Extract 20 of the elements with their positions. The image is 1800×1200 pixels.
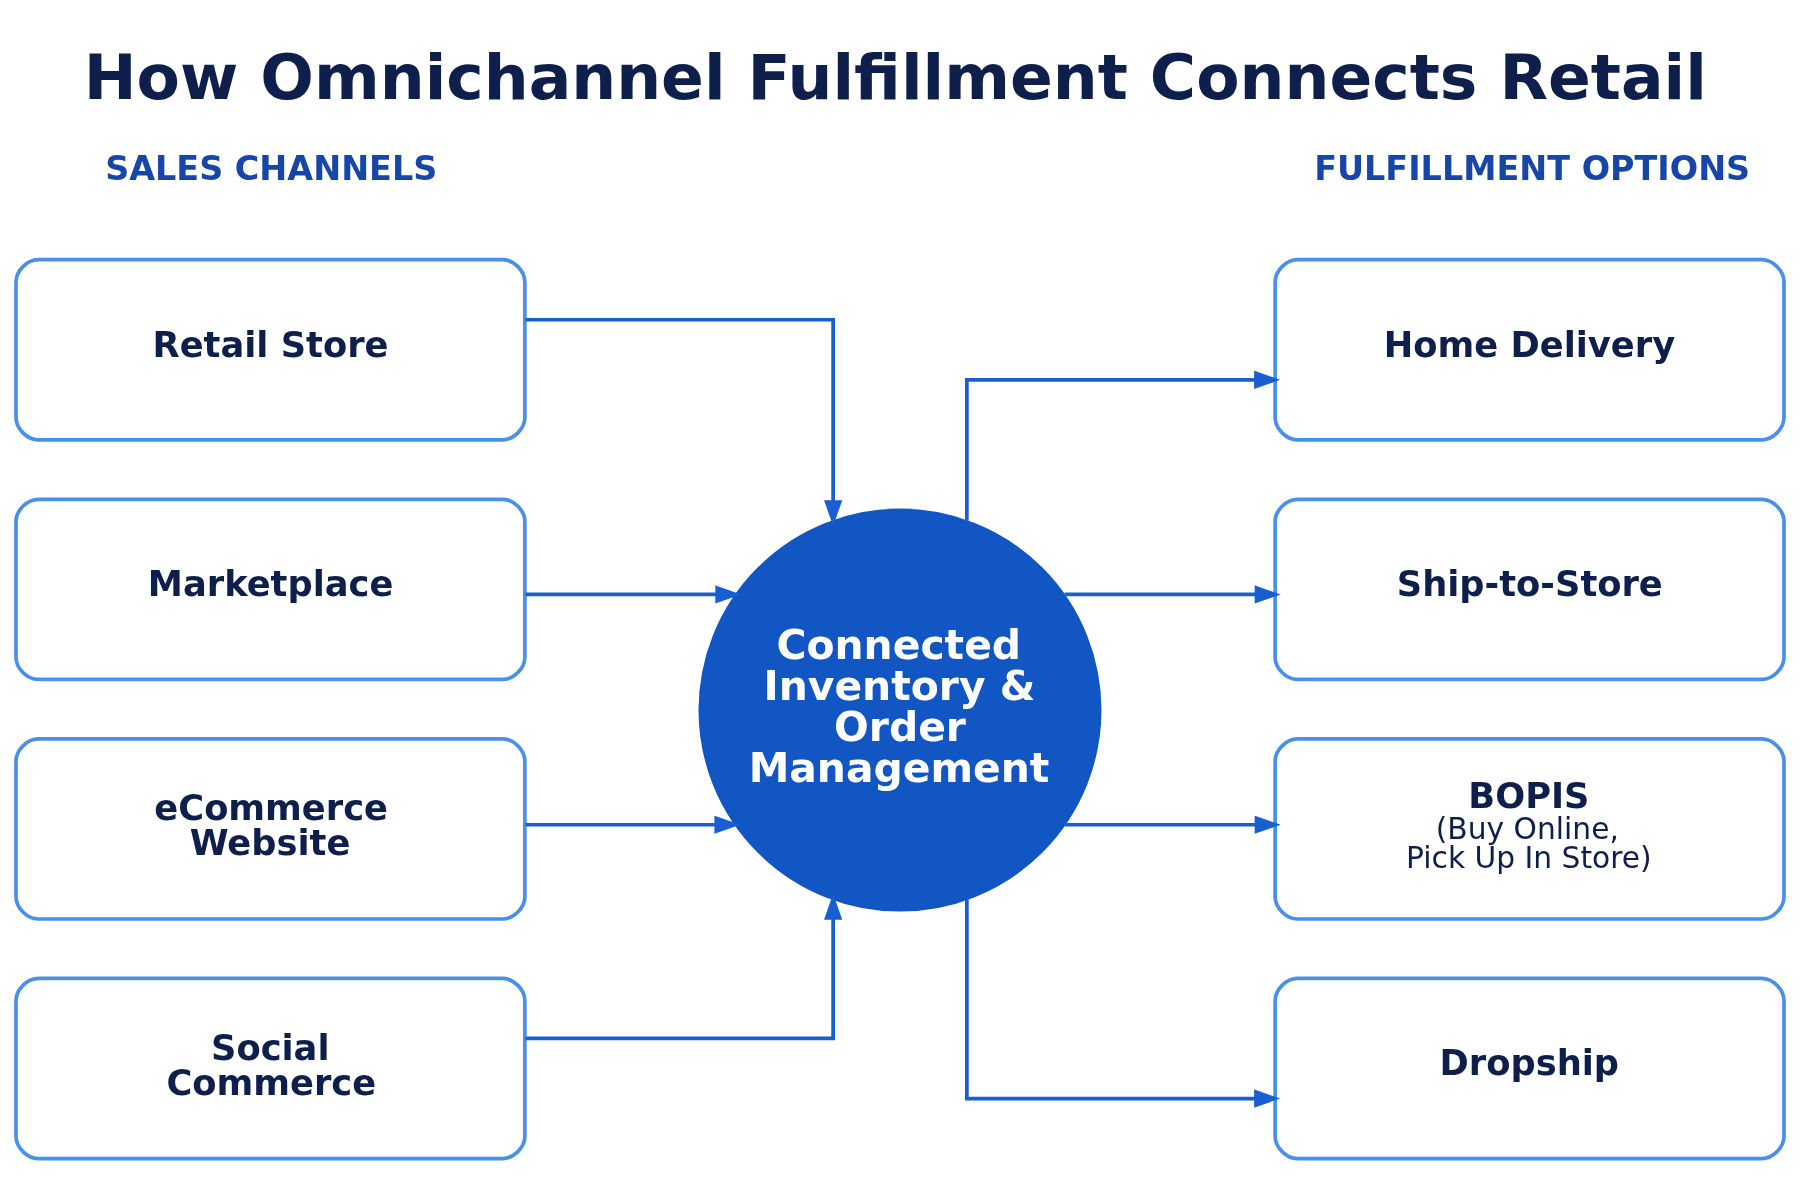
label: SALES CHANNELS <box>105 148 438 188</box>
node-box: Dropship <box>1273 976 1786 1160</box>
arrow <box>525 584 742 604</box>
arrow <box>1064 584 1281 604</box>
node-box: Ship-to-Store <box>1273 496 1786 681</box>
node-box: eCommerce Website <box>14 736 527 921</box>
node-circle: Connected Inventory & Order Management <box>698 508 1102 912</box>
arrow <box>965 898 1281 1108</box>
node-box: BOPIS (Buy Online, Pick Up In Store) <box>1273 736 1786 921</box>
arrow <box>525 317 843 526</box>
arrow <box>1064 815 1281 834</box>
node-box: Retail Store <box>14 257 527 442</box>
arrow <box>525 893 843 1040</box>
node-box: Social Commerce <box>14 976 527 1160</box>
arrow <box>525 815 741 834</box>
label: FULFILLMENT OPTIONS <box>1314 148 1751 188</box>
node-box: Marketplace <box>14 496 527 681</box>
diagram-title: How Omnichannel Fulfillment Connects Retail <box>83 39 1707 114</box>
node-box: Home Delivery <box>1273 257 1786 442</box>
arrow <box>965 370 1281 521</box>
